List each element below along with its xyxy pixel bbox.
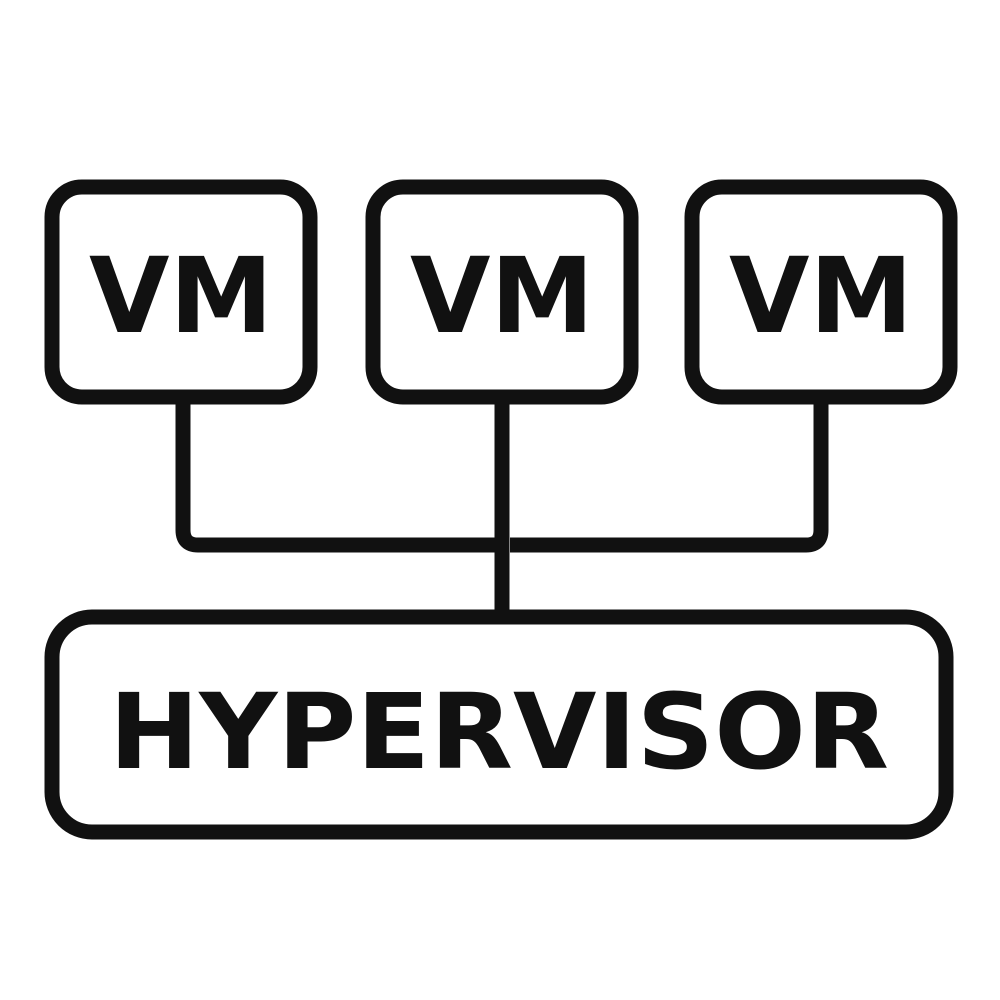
vm-label: VM [729,235,913,357]
vm-box [684,179,958,405]
vm-box [365,179,639,405]
vm-node-3: VM [684,179,958,405]
connector-vm-left [175,400,495,553]
hypervisor-node: HYPERVISOR [44,609,954,840]
vm-box [44,179,318,405]
vm-node-2: VM [365,179,639,405]
vm-label: VM [89,235,273,357]
vm-node-1: VM [44,179,318,405]
vm-label: VM [410,235,594,357]
hypervisor-box [44,609,954,840]
connectors [175,400,829,612]
hypervisor-label: HYPERVISOR [109,671,889,793]
connector-vm-right [510,400,829,553]
